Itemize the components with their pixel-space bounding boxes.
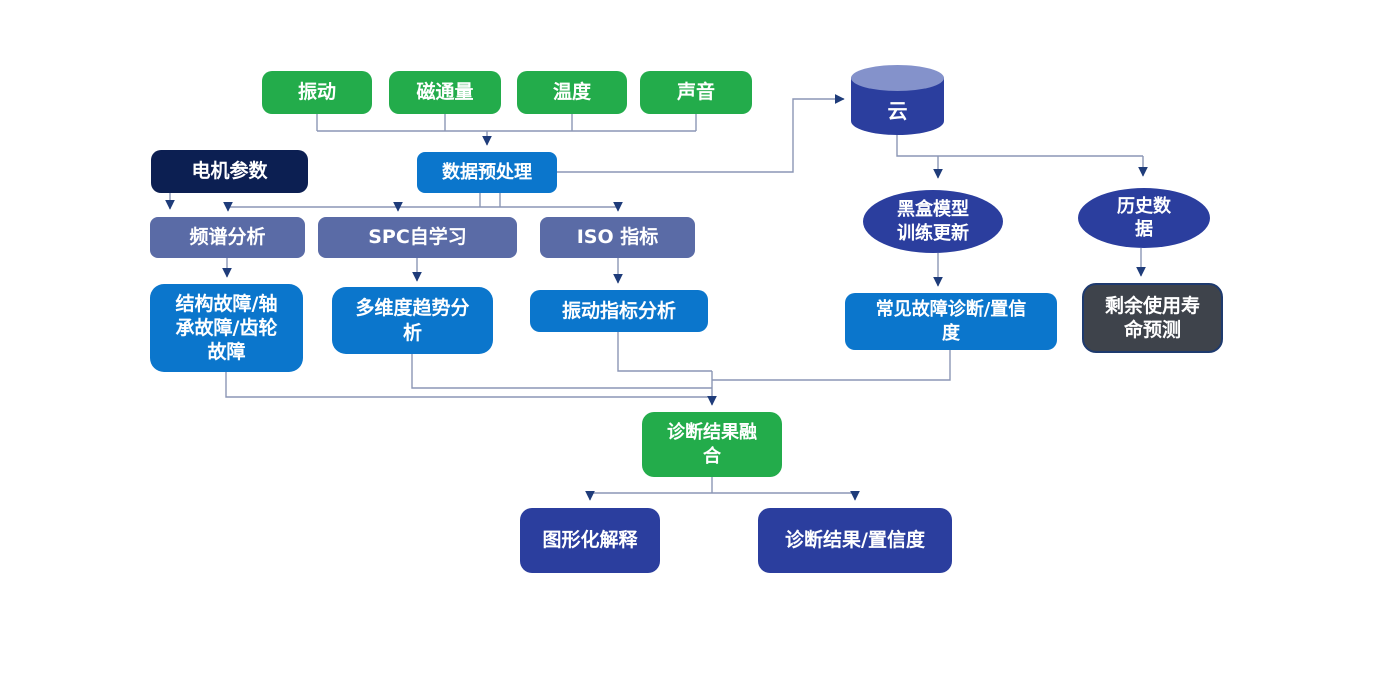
node-diagnosis-confidence: 诊断结果/置信度 [758, 508, 952, 573]
node-history-data: 历史数 据 [1078, 188, 1210, 248]
node-iso-index: ISO 指标 [540, 217, 695, 258]
node-vibration: 振动 [262, 71, 372, 114]
node-remaining-life: 剩余使用寿 命预测 [1082, 283, 1223, 353]
cloud-cylinder: 云 [851, 65, 944, 135]
node-temperature: 温度 [517, 71, 627, 114]
node-preprocessing: 数据预处理 [417, 152, 557, 193]
node-structural-fault: 结构故障/轴 承故障/齿轮 故障 [150, 284, 303, 372]
node-sound: 声音 [640, 71, 752, 114]
node-graphic-explanation: 图形化解释 [520, 508, 660, 573]
cylinder-top [851, 65, 944, 91]
node-fusion: 诊断结果融 合 [642, 412, 782, 477]
node-trend-analysis: 多维度趋势分 析 [332, 287, 493, 354]
node-spc-self-learning: SPC自学习 [318, 217, 517, 258]
node-blackbox-model: 黑盒模型 训练更新 [863, 190, 1003, 253]
node-spectrum-analysis: 频谱分析 [150, 217, 305, 258]
node-vibration-index-analysis: 振动指标分析 [530, 290, 708, 332]
node-motor-params: 电机参数 [151, 150, 308, 193]
cloud-label: 云 [887, 99, 908, 123]
node-common-fault-diagnosis: 常见故障诊断/置信 度 [845, 293, 1057, 350]
node-magnetic-flux: 磁通量 [389, 71, 501, 114]
